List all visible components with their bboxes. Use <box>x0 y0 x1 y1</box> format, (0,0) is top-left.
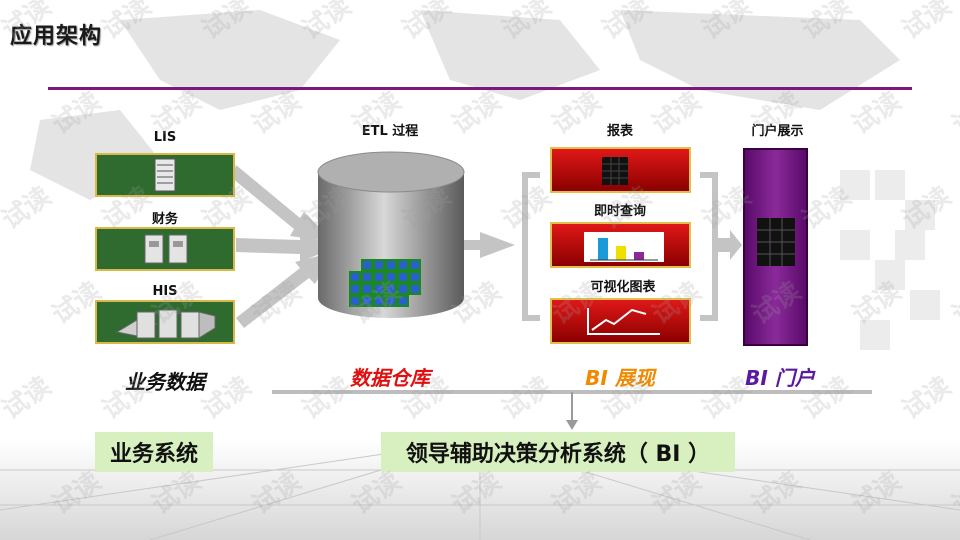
his-label: HIS <box>152 284 178 299</box>
server-rack-icon <box>115 309 216 339</box>
lis-box <box>95 153 235 197</box>
warehouse-caption: 数据仓库 <box>350 366 430 390</box>
business-data-caption: 业务数据 <box>125 370 205 394</box>
visual-chart-label: 可视化图表 <box>590 280 656 295</box>
report-table-icon <box>602 157 628 185</box>
portal-panel <box>743 148 808 346</box>
business-system-box: 业务系统 <box>95 432 213 472</box>
arrow-his <box>236 252 334 328</box>
bi-display-caption: BI 展现 <box>585 366 655 390</box>
line-chart-icon <box>587 308 660 335</box>
report-box <box>550 147 691 193</box>
portal-grid-icon <box>757 218 795 266</box>
down-arrow-head <box>566 420 578 430</box>
left-bracket <box>522 172 540 321</box>
finance-label: 财务 <box>151 212 178 227</box>
arrow-finance <box>236 232 334 262</box>
decision-system-box: 领导辅助决策分析系统（ BI ） <box>381 432 735 472</box>
bi-portal-caption: BI 门户 <box>745 366 815 390</box>
portal-label: 门户展示 <box>751 124 804 139</box>
server-icon <box>154 158 176 192</box>
bar-chart-icon <box>584 232 664 262</box>
page-title: 应用架构 <box>10 24 103 49</box>
right-bracket <box>700 172 718 321</box>
data-warehouse-cylinder <box>317 151 465 318</box>
query-label: 即时查询 <box>593 204 646 219</box>
query-box <box>550 222 691 268</box>
his-box <box>95 300 235 344</box>
lis-label: LIS <box>153 130 177 145</box>
finance-box <box>95 227 235 271</box>
etl-label: ETL 过程 <box>361 124 419 139</box>
visual-chart-box <box>550 298 691 344</box>
arrow-portal <box>718 230 742 260</box>
arrow-lis <box>232 165 334 242</box>
report-label: 报表 <box>606 124 633 139</box>
server-pair-icon <box>144 234 188 264</box>
title-divider <box>48 87 912 90</box>
